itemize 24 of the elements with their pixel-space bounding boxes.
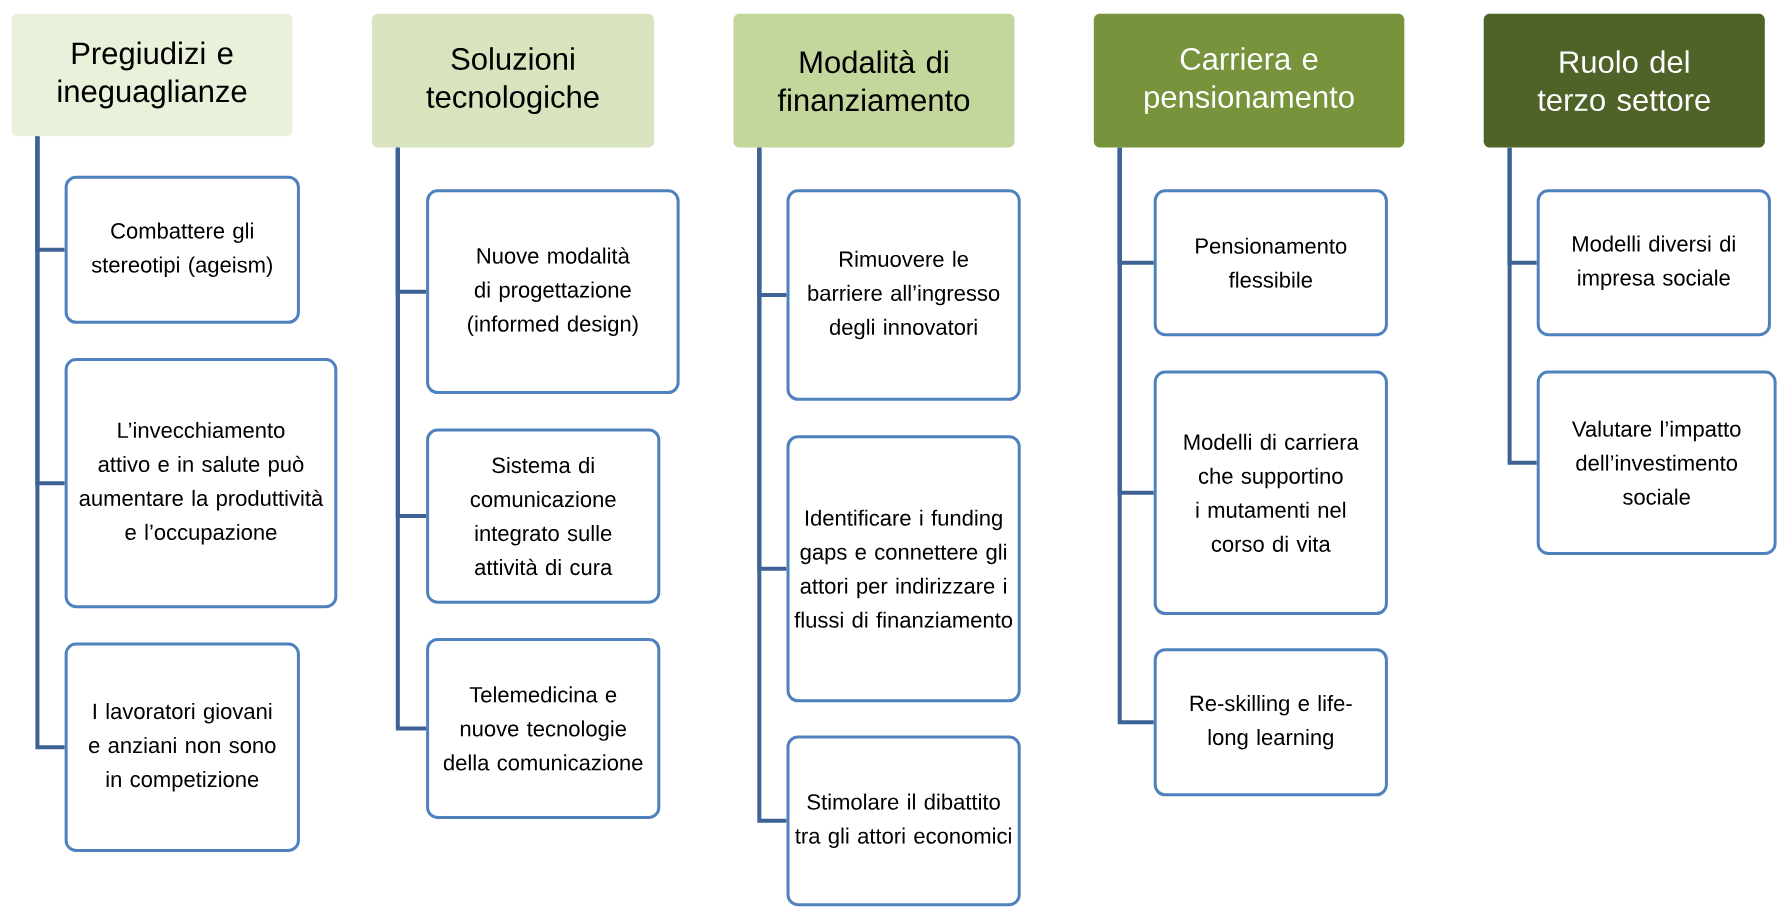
topic-box: I lavoratori giovani e anziani non sono in competizione (64, 642, 300, 852)
category-header: Ruolo del terzo settore (1483, 13, 1765, 148)
connector-line (395, 147, 427, 731)
category-header: Modalità di finanziamento (733, 13, 1015, 148)
connector-line (1117, 147, 1154, 725)
category-header: Pregiudizi e ineguaglianze (11, 13, 293, 137)
category-header: Carriera e pensionamento (1093, 13, 1405, 148)
topic-box: Combattere gli stereotipi (ageism) (64, 175, 300, 324)
topic-box: Nuove modalità di progettazione (informed design) (426, 189, 680, 394)
connector-line (1507, 147, 1537, 465)
connector-line (35, 136, 65, 750)
topic-box: Identificare i funding gaps e connettere gli attori per indirizzare i flussi di finanziamento (786, 435, 1021, 703)
topic-box: L’invecchiamento attivo e in salute può aumentare la produttività e l’occupazione (64, 358, 338, 609)
topic-box: Modelli diversi di impresa sociale (1536, 189, 1771, 337)
topic-box: Sistema di comunicazione integrato sulle attività di cura (426, 428, 661, 604)
topic-box: Telemedicina e nuove tecnologie della comunicazione (426, 638, 661, 819)
category-header: Soluzioni tecnologiche (371, 13, 655, 148)
topic-box: Valutare l’impatto dell’investimento sociale (1536, 370, 1777, 555)
topic-box: Stimolare il dibattito tra gli attori economici (786, 735, 1021, 907)
topic-box: Re-skilling e life-long learning (1153, 648, 1388, 797)
topic-box: Modelli di carriera che supportino i mutamenti nel corso di vita (1153, 370, 1388, 615)
topic-box: Rimuovere le barriere all’ingresso degli innovatori (786, 189, 1021, 401)
connector-line (757, 147, 787, 823)
topic-box: Pensionamento flessibile (1153, 189, 1388, 337)
